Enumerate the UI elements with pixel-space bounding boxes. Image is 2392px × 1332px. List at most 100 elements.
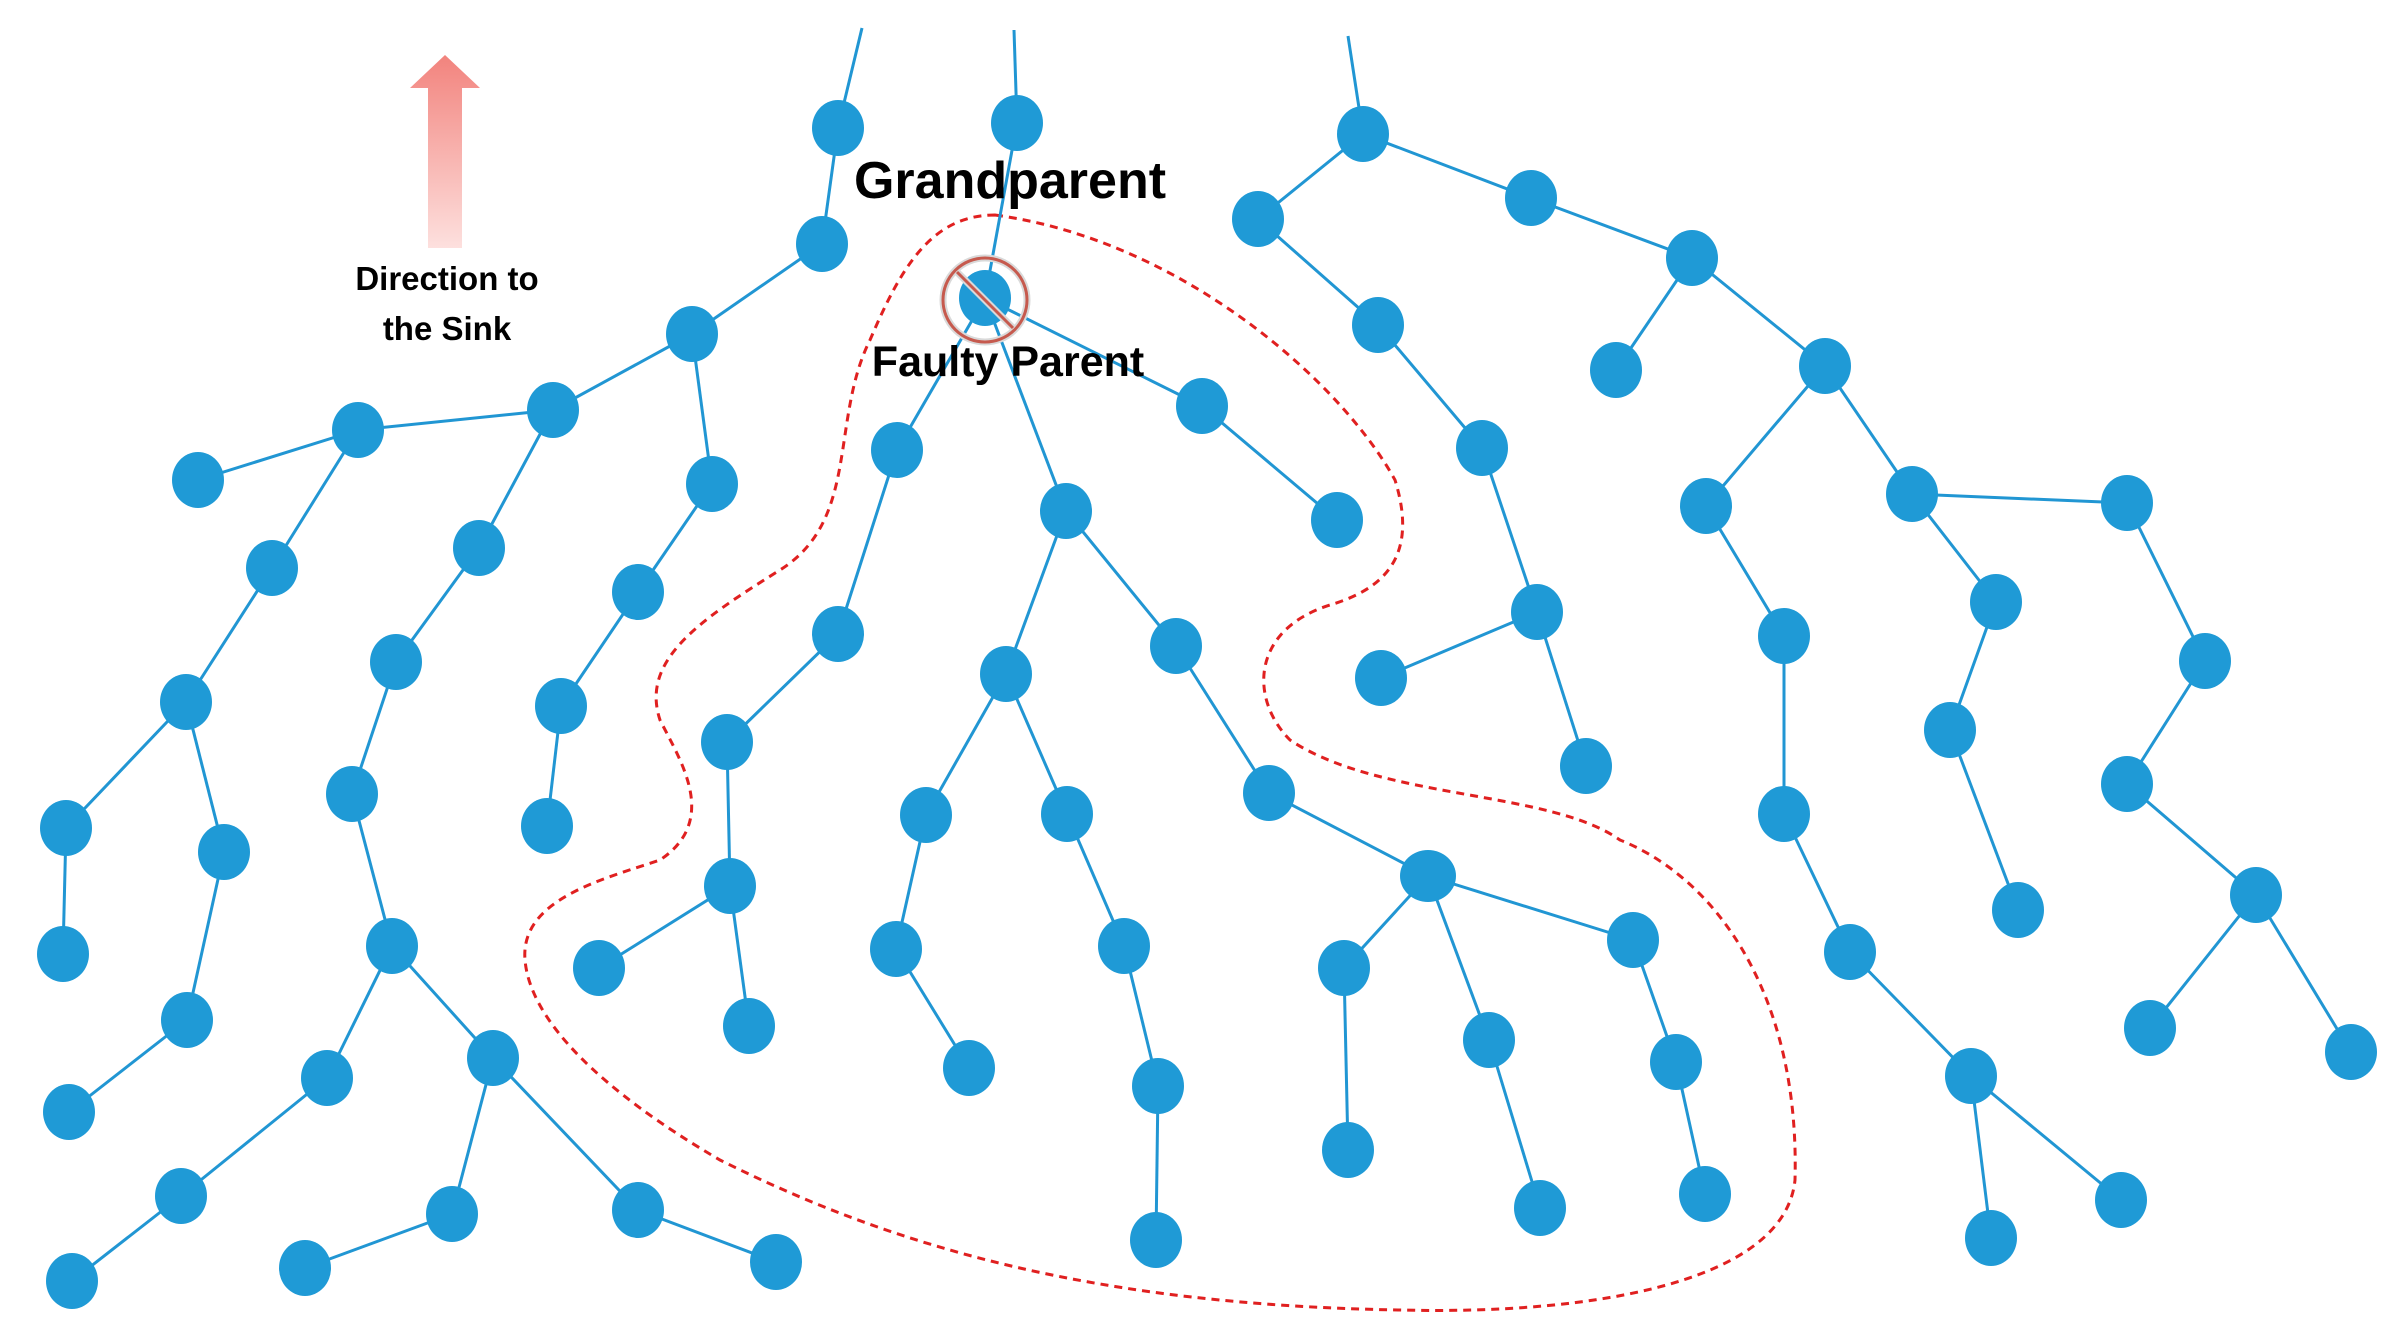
- sensor-node: [1463, 1012, 1515, 1068]
- tree-edge: [1948, 729, 2020, 911]
- sensor-node: [1799, 338, 1851, 394]
- sensor-node: [1352, 297, 1404, 353]
- sensor-node: [366, 918, 418, 974]
- sensor-node: [1680, 478, 1732, 534]
- grandparent-node: [991, 95, 1043, 151]
- sensor-node: [155, 1168, 207, 1224]
- sensor-node: [796, 216, 848, 272]
- sensor-node: [37, 926, 89, 982]
- tree-nodes: [37, 95, 2377, 1309]
- sensor-node: [812, 606, 864, 662]
- sensor-node: [1758, 608, 1810, 664]
- sensor-node: [1992, 882, 2044, 938]
- tree-edge: [357, 408, 554, 432]
- sensor-node: [612, 564, 664, 620]
- prohibited-icon: [939, 254, 1031, 346]
- tree-edge: [983, 122, 1019, 299]
- tree-edge: [1530, 196, 1693, 260]
- sensor-node: [750, 1234, 802, 1290]
- faulty-parent-label: Faulty Parent: [872, 338, 1144, 386]
- sensor-node: [1945, 1048, 1997, 1104]
- tree-edge: [1004, 510, 1068, 675]
- sensor-node: [2095, 1172, 2147, 1228]
- sensor-node: [900, 787, 952, 843]
- tree-edge: [1970, 1074, 2122, 1202]
- sensor-node: [2179, 633, 2231, 689]
- tree-edge: [1268, 791, 1429, 878]
- sensor-node: [1924, 702, 1976, 758]
- tree-edge: [1848, 950, 1973, 1078]
- tree-edge: [1174, 645, 1271, 794]
- sensor-node: [198, 824, 250, 880]
- tree-edge: [491, 1056, 640, 1212]
- sensor-node: [1560, 738, 1612, 794]
- tree-edge: [2125, 502, 2207, 662]
- tree-edge: [836, 449, 899, 635]
- sensor-node: [527, 382, 579, 438]
- direction-label-line1: Direction to: [355, 260, 538, 297]
- sensor-node: [1505, 170, 1557, 226]
- sensor-node: [2230, 867, 2282, 923]
- sensor-node: [521, 798, 573, 854]
- tree-edge: [1704, 365, 1827, 507]
- sensor-node: [1607, 912, 1659, 968]
- sensor-node: [467, 1030, 519, 1086]
- sensor-node: [2101, 475, 2153, 531]
- sensor-node: [612, 1182, 664, 1238]
- sensor-node: [1650, 1034, 1702, 1090]
- sensor-node: [160, 674, 212, 730]
- sensor-node: [943, 1040, 995, 1096]
- sensor-node: [1758, 786, 1810, 842]
- sensor-node: [1243, 765, 1295, 821]
- sensor-node: [1176, 378, 1228, 434]
- tree-edge: [1342, 967, 1350, 1151]
- tree-edge: [1427, 874, 1634, 942]
- sensor-node: [980, 646, 1032, 702]
- failed-subtree-boundary: [523, 213, 1797, 1312]
- sensor-node: [301, 1050, 353, 1106]
- tree-edge: [1426, 875, 1491, 1041]
- sensor-node: [1679, 1166, 1731, 1222]
- sensor-node: [686, 456, 738, 512]
- tree-edge: [1064, 510, 1178, 647]
- sensor-node: [1886, 466, 1938, 522]
- direction-label-line2: the Sink: [383, 310, 512, 347]
- sensor-node: [370, 634, 422, 690]
- sensor-node: [1311, 492, 1363, 548]
- sensor-node: [1318, 940, 1370, 996]
- sensor-node: [326, 766, 378, 822]
- sensor-node: [46, 1253, 98, 1309]
- sensor-node: [1098, 918, 1150, 974]
- sensor-node: [1666, 230, 1718, 286]
- tree-edge: [895, 297, 987, 451]
- tree-edge: [2254, 894, 2353, 1053]
- sensor-node: [1400, 850, 1456, 902]
- tree-edge: [1480, 447, 1539, 613]
- sensor-node: [1970, 574, 2022, 630]
- tree-edge: [1691, 256, 1826, 368]
- sensor-node: [1041, 786, 1093, 842]
- sensor-node: [701, 714, 753, 770]
- tree-edge: [185, 851, 226, 1021]
- up-arrow-icon: [410, 55, 480, 248]
- sensor-node: [2101, 756, 2153, 812]
- sensor-node: [870, 921, 922, 977]
- sensor-node: [2325, 1024, 2377, 1080]
- sensor-node: [1130, 1212, 1182, 1268]
- sensor-node: [2124, 1000, 2176, 1056]
- sensor-node: [723, 998, 775, 1054]
- sensor-node: [1337, 106, 1389, 162]
- direction-arrow: [410, 55, 480, 248]
- sensor-node: [332, 402, 384, 458]
- sensor-node: [246, 540, 298, 596]
- tree-edge: [197, 428, 359, 482]
- tree-edge: [1911, 492, 2128, 505]
- sensor-node: [1150, 618, 1202, 674]
- sensor-node: [1132, 1058, 1184, 1114]
- sensor-node: [666, 306, 718, 362]
- sensor-node: [43, 1084, 95, 1140]
- tree-edge: [1362, 132, 1532, 200]
- sensor-node: [1824, 924, 1876, 980]
- sensor-node: [573, 940, 625, 996]
